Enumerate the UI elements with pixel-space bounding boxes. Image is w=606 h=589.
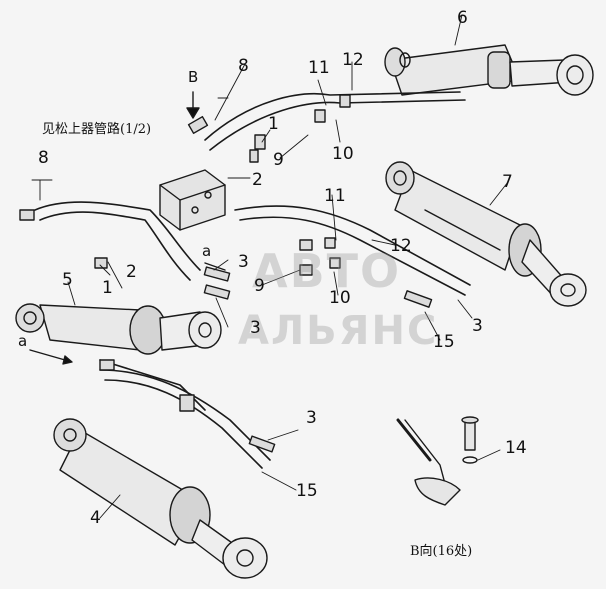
view-arrow-b xyxy=(186,91,200,119)
callout-11-mid: 11 xyxy=(324,186,346,206)
callout-15-mid: 15 xyxy=(433,332,455,352)
cylinder-5 xyxy=(15,303,222,355)
callout-14: 14 xyxy=(505,438,527,458)
watermark-line-2: АЛЬЯНС xyxy=(238,308,439,354)
callout-1-top: 1 xyxy=(268,114,279,134)
callout-10-top: 10 xyxy=(332,144,354,164)
callout-15-lower: 15 xyxy=(296,481,318,501)
callout-1-left: 1 xyxy=(102,278,113,298)
marker-a-1: a xyxy=(202,242,212,260)
callout-6: 6 xyxy=(457,8,468,28)
callout-10-mid: 10 xyxy=(329,288,351,308)
callout-11-top: 11 xyxy=(308,58,330,78)
callout-9-top: 9 xyxy=(273,150,284,170)
callout-3-right: 3 xyxy=(472,316,483,336)
callout-3-center: 3 xyxy=(250,318,261,338)
callout-2-mid: 2 xyxy=(252,170,263,190)
view-arrow-label: B xyxy=(188,68,199,86)
watermark-line-1: АВТО xyxy=(252,244,402,298)
leader-lines xyxy=(31,14,509,519)
cylinder-7 xyxy=(385,161,587,307)
cylinder-6 xyxy=(384,44,594,96)
detail-14-bolt-clamp xyxy=(396,416,479,506)
callout-12-top: 12 xyxy=(342,50,364,70)
fittings xyxy=(19,94,433,453)
callout-9-mid: 9 xyxy=(254,276,265,296)
note-top: 见松上器管路(1/2) xyxy=(42,122,152,137)
callout-8-left: 8 xyxy=(38,148,49,168)
callout-4: 4 xyxy=(90,508,101,528)
callout-3-mid: 3 xyxy=(238,252,249,272)
hose-lines xyxy=(34,91,471,469)
callout-7: 7 xyxy=(502,172,513,192)
marker-a-2: a xyxy=(18,332,28,350)
callout-8-top: 8 xyxy=(238,56,249,76)
note-bottom: B向(16处) xyxy=(410,544,473,559)
marker-a-arrows xyxy=(29,262,226,365)
callout-2-left: 2 xyxy=(126,262,137,282)
cylinder-4 xyxy=(53,418,268,579)
control-valve-block xyxy=(159,169,226,231)
callout-12-mid: 12 xyxy=(390,236,412,256)
callout-3-lower: 3 xyxy=(306,408,317,428)
callout-5: 5 xyxy=(62,270,73,290)
